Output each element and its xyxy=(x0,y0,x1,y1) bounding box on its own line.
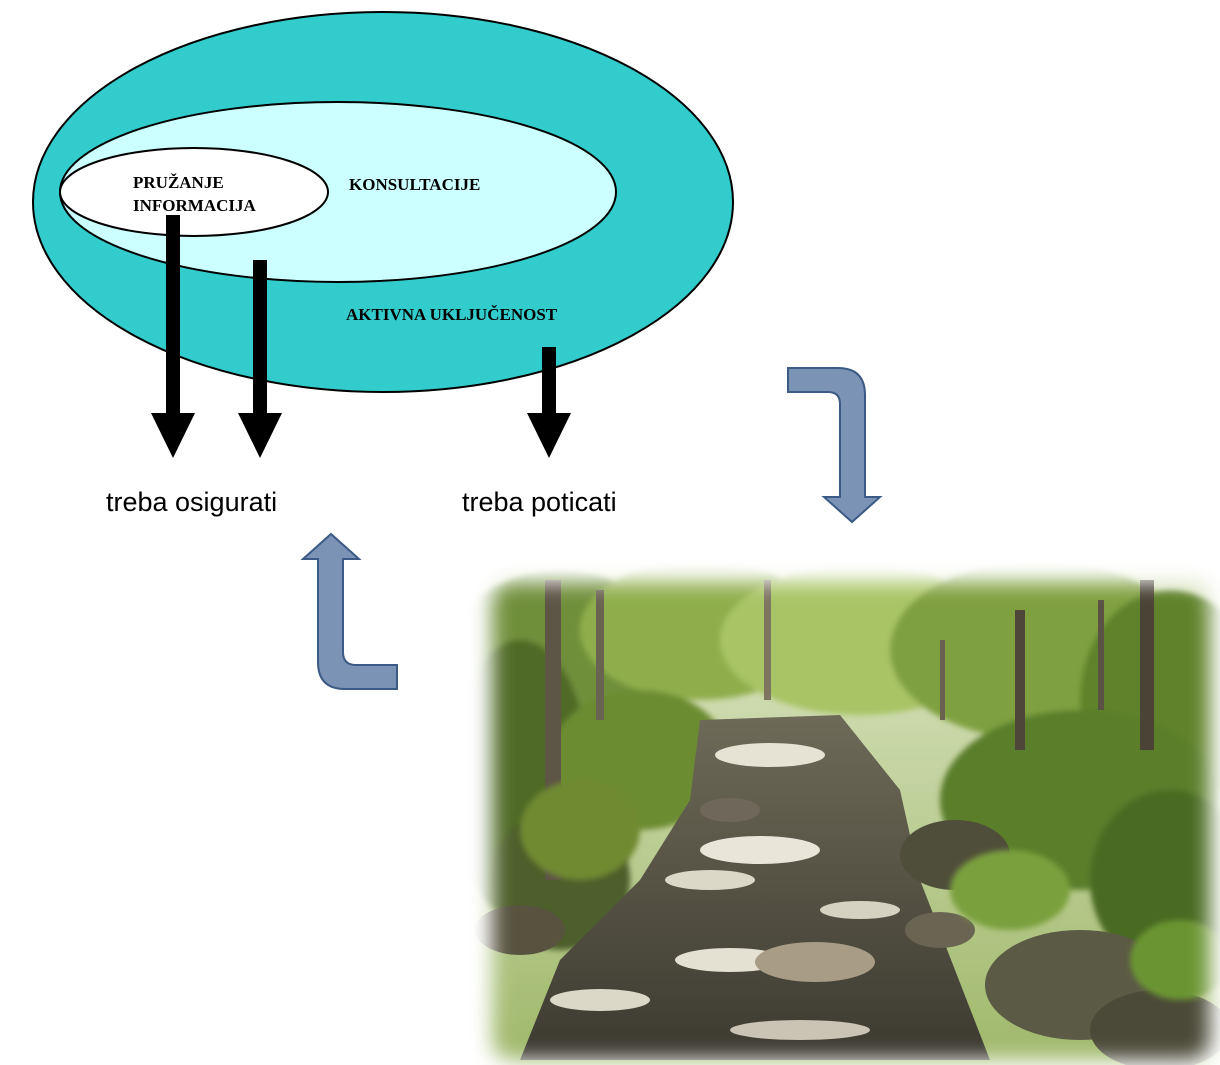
caption-left: treba osigurati xyxy=(106,487,277,517)
bent-arrow-down-icon xyxy=(787,367,883,524)
bent-arrow-up-icon xyxy=(300,532,398,690)
arrow-down-icon xyxy=(527,347,571,458)
middle-label: KONSULTACIJE xyxy=(349,175,480,194)
inner-label-line1: PRUŽANJE xyxy=(133,173,224,192)
inner-label-line2: INFORMACIJA xyxy=(133,196,256,215)
arrow-down-icon xyxy=(151,215,195,458)
outer-label: AKTIVNA UKLJUČENOST xyxy=(346,305,558,324)
inner-ellipse-information xyxy=(59,147,329,237)
participation-diagram: PRUŽANJE INFORMACIJA KONSULTACIJE AKTIVN… xyxy=(32,11,734,517)
arrow-down-icon xyxy=(238,260,282,458)
forest-stream-photo xyxy=(450,560,1220,1065)
caption-right: treba poticati xyxy=(462,487,617,517)
